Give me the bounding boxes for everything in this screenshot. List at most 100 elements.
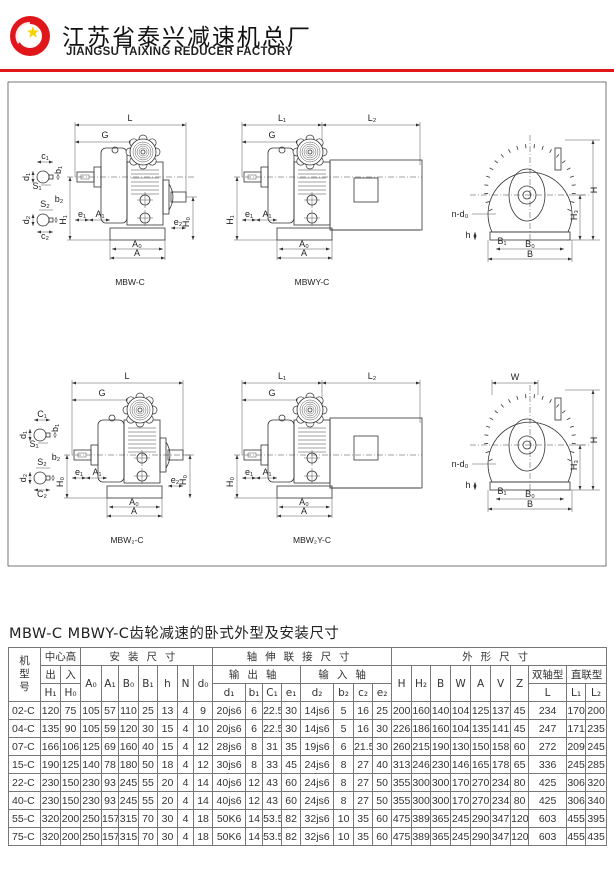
- col-d2: d₂: [300, 683, 335, 702]
- dimension-line: [569, 175, 574, 178]
- value-cell: 6: [245, 719, 264, 738]
- value-cell: 60: [510, 737, 530, 756]
- vent-plug: [278, 414, 286, 422]
- dimension-line: [489, 167, 494, 171]
- value-cell: 395: [585, 809, 608, 828]
- value-cell: 170: [566, 701, 587, 720]
- section-title: MBW-C MBWY-C齿轮减速的卧式外型及安装尺寸: [9, 626, 340, 642]
- terminal-box: [353, 177, 379, 203]
- arrow: [473, 232, 477, 240]
- value-cell: 16: [353, 719, 374, 738]
- dimension-label: B₁: [497, 486, 506, 496]
- value-cell: 18: [192, 827, 214, 846]
- value-cell: 50K6: [212, 827, 247, 846]
- value-cell: 80: [510, 773, 530, 792]
- drawing-caption: MBW-C: [115, 277, 145, 287]
- value-cell: 475: [391, 809, 413, 828]
- value-cell: 160: [430, 719, 452, 738]
- value-cell: 171: [566, 719, 587, 738]
- value-cell: 90: [60, 719, 81, 738]
- outline: [138, 147, 148, 157]
- model-cell: 02-C: [8, 701, 41, 720]
- value-cell: 260: [391, 737, 413, 756]
- value-cell: 365: [430, 827, 452, 846]
- dimension-label: e₂: [174, 217, 183, 227]
- col-d0: d₀: [192, 665, 214, 702]
- dimension-line: [516, 395, 519, 400]
- dimension-line: [570, 451, 575, 453]
- value-cell: 200: [585, 701, 608, 720]
- col-H2: H₂: [411, 665, 432, 702]
- header-in: 入: [60, 665, 81, 684]
- col-C1: C₁: [262, 683, 283, 702]
- value-cell: 43: [262, 773, 283, 792]
- dimension-label: n-d₀: [452, 459, 469, 469]
- dimension-label: H₀: [55, 477, 65, 487]
- drawing-caption: MBW₂-C: [110, 535, 143, 545]
- value-cell: 30js6: [212, 755, 247, 774]
- shaft-detail-2: [33, 471, 47, 485]
- value-cell: 4: [177, 737, 194, 756]
- value-cell: 8: [245, 737, 264, 756]
- model-cell: 55-C: [8, 809, 41, 828]
- value-cell: 4: [177, 719, 194, 738]
- value-cell: 425: [528, 791, 568, 810]
- value-cell: 245: [118, 791, 139, 810]
- value-cell: 157: [101, 809, 119, 828]
- header-output-shaft: 输出轴: [212, 665, 302, 684]
- dimension-label: H₀: [225, 477, 235, 487]
- input-housing: [100, 147, 128, 224]
- value-cell: 10: [333, 809, 355, 828]
- dimension-line: [494, 410, 499, 414]
- dimension-line: [549, 399, 552, 404]
- dimension-line: [485, 451, 490, 453]
- value-cell: 146: [450, 755, 472, 774]
- value-cell: 55: [138, 791, 158, 810]
- value-cell: 234: [490, 791, 512, 810]
- arrow: [171, 226, 186, 230]
- value-cell: 320: [40, 809, 61, 828]
- dimension-line: [541, 395, 544, 400]
- value-cell: 24js6: [300, 755, 335, 774]
- value-cell: 455: [566, 809, 587, 828]
- value-cell: 455: [566, 827, 587, 846]
- value-cell: 110: [118, 701, 139, 720]
- dimension-label: G: [101, 130, 108, 140]
- value-cell: 10: [333, 827, 355, 846]
- value-cell: 306: [566, 773, 587, 792]
- col-Z: Z: [510, 665, 530, 702]
- model-cell: 07-C: [8, 737, 41, 756]
- housing-outline: [487, 421, 573, 483]
- value-cell: 5: [333, 701, 355, 720]
- value-cell: 235: [585, 719, 608, 738]
- value-cell: 60: [372, 827, 393, 846]
- value-cell: 13: [157, 701, 178, 720]
- value-cell: 15: [157, 737, 178, 756]
- value-cell: 5: [333, 719, 355, 738]
- value-cell: 12: [245, 791, 264, 810]
- value-cell: 230: [40, 773, 61, 792]
- value-cell: 140: [430, 701, 452, 720]
- value-cell: 31: [262, 737, 283, 756]
- value-cell: 336: [528, 755, 568, 774]
- output-cover: [165, 441, 171, 469]
- arrow: [37, 230, 53, 234]
- outline: [140, 149, 146, 155]
- value-cell: 270: [470, 791, 492, 810]
- col-B: B: [430, 665, 452, 702]
- value-cell: 125: [60, 755, 81, 774]
- dimension-line: [561, 410, 566, 414]
- value-cell: 20js6: [212, 719, 247, 738]
- value-cell: 190: [430, 737, 452, 756]
- value-cell: 45: [281, 755, 302, 774]
- arrow: [34, 418, 50, 422]
- dimension-label: H₁: [58, 215, 68, 225]
- dimension-line: [566, 167, 571, 171]
- dimension-label: d₂: [21, 215, 31, 224]
- value-cell: 27: [353, 755, 374, 774]
- company-name-en: JIANGSU TAIXING REDUCER FACTORY: [66, 46, 293, 58]
